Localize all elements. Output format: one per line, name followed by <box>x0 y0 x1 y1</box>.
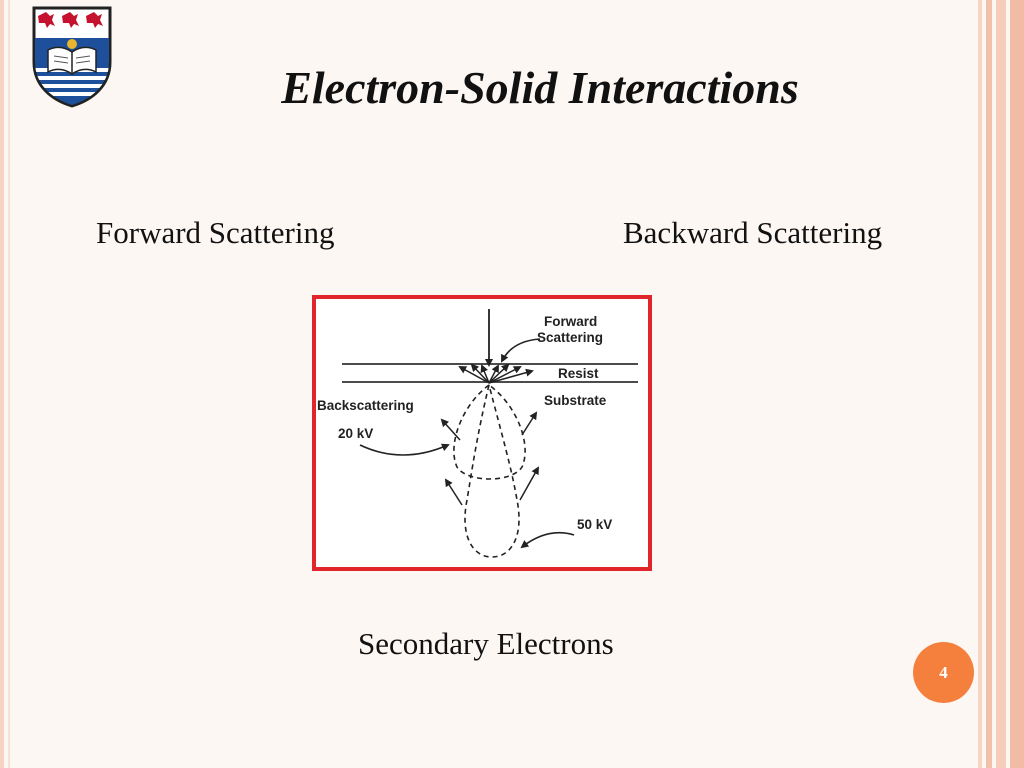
pointer-20kv <box>359 443 450 456</box>
label-50kv: 50 kV <box>577 517 612 532</box>
right-edge-stripe-4 <box>1010 0 1024 768</box>
right-edge-stripe-3 <box>996 0 1006 768</box>
right-edge-stripe-2 <box>986 0 992 768</box>
page-number: 4 <box>939 662 948 682</box>
university-crest-logo <box>32 6 112 108</box>
label-scattering: Scattering <box>537 330 603 345</box>
interaction-volume-50kv <box>464 384 520 558</box>
label-20kv: 20 kV <box>338 426 373 441</box>
backscatter-arrows <box>440 411 539 506</box>
slide-title: Electron-Solid Interactions <box>281 62 799 113</box>
pointer-50kv <box>520 531 575 549</box>
left-edge-stripe-thin <box>8 0 10 768</box>
backward-scattering-caption: Backward Scattering <box>623 215 883 250</box>
open-book-icon <box>47 46 97 75</box>
label-resist: Resist <box>558 366 599 381</box>
left-edge-stripe <box>0 0 4 768</box>
label-forward: Forward <box>544 314 597 329</box>
scattering-diagram: Forward Scattering Resist Substrate Back… <box>312 295 652 571</box>
diagram-frame <box>312 295 652 571</box>
interaction-volume-20kv <box>453 384 526 480</box>
label-backscattering: Backscattering <box>317 398 414 413</box>
page-number-badge: 4 <box>913 642 974 703</box>
right-edge-stripe-1 <box>978 0 982 768</box>
forward-scatter-rays <box>458 363 534 384</box>
bird-icon <box>38 12 103 28</box>
secondary-electrons-caption: Secondary Electrons <box>358 626 614 661</box>
forward-scattering-pointer <box>501 338 541 363</box>
label-substrate: Substrate <box>544 393 607 408</box>
forward-scattering-caption: Forward Scattering <box>96 215 335 250</box>
